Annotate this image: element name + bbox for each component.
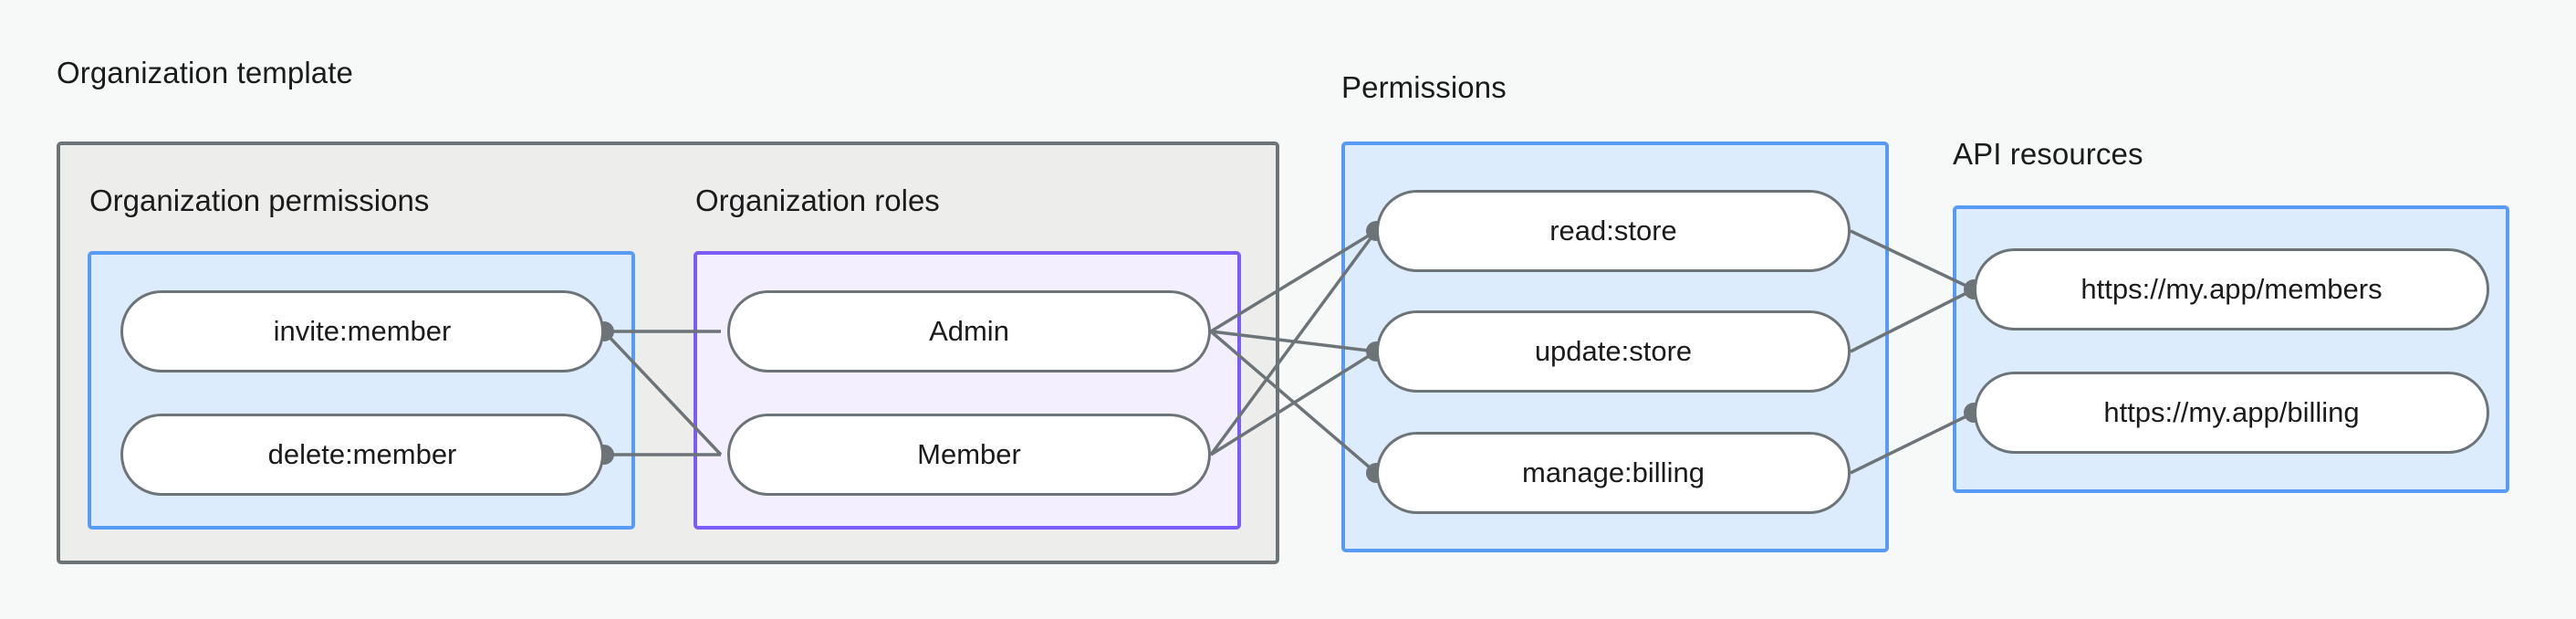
node-delete-member[interactable]: delete:member [120,414,604,496]
node-manage-billing-label: manage:billing [1522,456,1705,488]
group-label-api-resources: API resources [1953,137,2143,171]
node-update-store[interactable]: update:store [1376,310,1851,393]
group-label-organization-template: Organization template [57,56,353,89]
node-billing-url[interactable]: https://my.app/billing [1974,372,2489,454]
group-label-permissions: Permissions [1341,70,1507,104]
node-member[interactable]: Member [727,414,1211,496]
node-read-store[interactable]: read:store [1376,190,1851,272]
sub-label-organization-roles: Organization roles [695,184,940,217]
node-invite-member[interactable]: invite:member [120,290,604,372]
node-manage-billing[interactable]: manage:billing [1376,432,1851,514]
node-members-url-label: https://my.app/members [2081,273,2383,305]
node-read-store-label: read:store [1549,215,1677,247]
node-admin-label: Admin [929,315,1009,347]
node-invite-member-label: invite:member [273,315,452,347]
node-delete-member-label: delete:member [267,438,457,470]
node-update-store-label: update:store [1534,335,1693,367]
node-billing-url-label: https://my.app/billing [2103,396,2360,428]
node-admin[interactable]: Admin [727,290,1211,372]
node-members-url[interactable]: https://my.app/members [1974,248,2489,330]
node-member-label: Member [917,438,1021,470]
sub-label-organization-permissions: Organization permissions [89,184,430,217]
